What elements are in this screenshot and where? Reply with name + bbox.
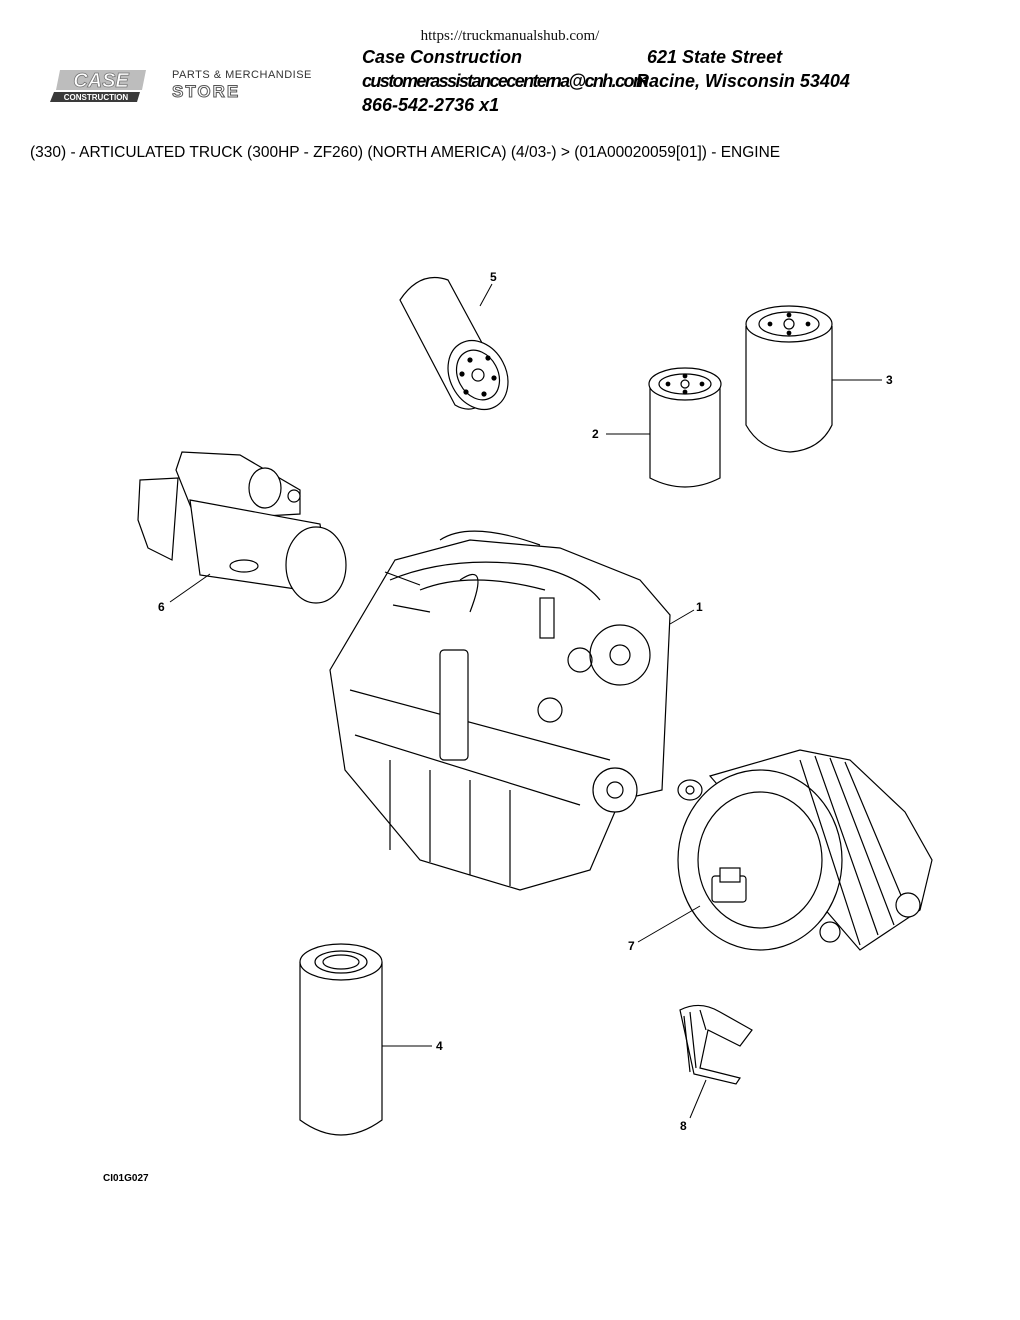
callout-4: 4 — [436, 1039, 443, 1053]
filter-3-illustration — [745, 305, 833, 453]
site-url[interactable]: https://truckmanualshub.com/ — [420, 28, 600, 44]
callout-5: 5 — [490, 270, 497, 284]
email-address[interactable]: customerassistancecenterna@cnh.com — [362, 71, 649, 91]
callout-6: 6 — [158, 600, 165, 614]
case-construction-logo: CASE CONSTRUCTION — [50, 70, 146, 102]
phone-number: 866-542-2736 x1 — [362, 95, 500, 115]
store-logo-text: PARTS & MERCHANDISE STORE — [172, 69, 312, 102]
store-line2: STORE — [172, 82, 241, 102]
callout-1: 1 — [696, 600, 703, 614]
starter-6-illustration — [137, 451, 347, 604]
store-line1: PARTS & MERCHANDISE — [172, 69, 312, 81]
logo-sub: CONSTRUCTION — [64, 93, 129, 102]
callout-7: 7 — [628, 939, 635, 953]
callout-2: 2 — [592, 427, 599, 441]
filter-4-illustration — [299, 943, 383, 1136]
callout-3: 3 — [886, 373, 893, 387]
logo-brand: CASE — [73, 70, 129, 92]
filter-5-illustration — [399, 276, 509, 410]
breadcrumb: (330) - ARTICULATED TRUCK (300HP - ZF260… — [30, 144, 781, 161]
city-address: Racine, Wisconsin 53404 — [636, 71, 850, 91]
callout-8: 8 — [680, 1119, 687, 1133]
company-name: Case Construction — [362, 47, 523, 67]
figure-code: CI01G027 — [103, 1173, 149, 1184]
belt-8-illustration — [679, 1004, 753, 1085]
engine-1-illustration — [329, 530, 671, 891]
street-address: 621 State Street — [647, 47, 783, 67]
filter-2-illustration — [648, 367, 722, 488]
alternator-7-illustration — [677, 749, 933, 951]
